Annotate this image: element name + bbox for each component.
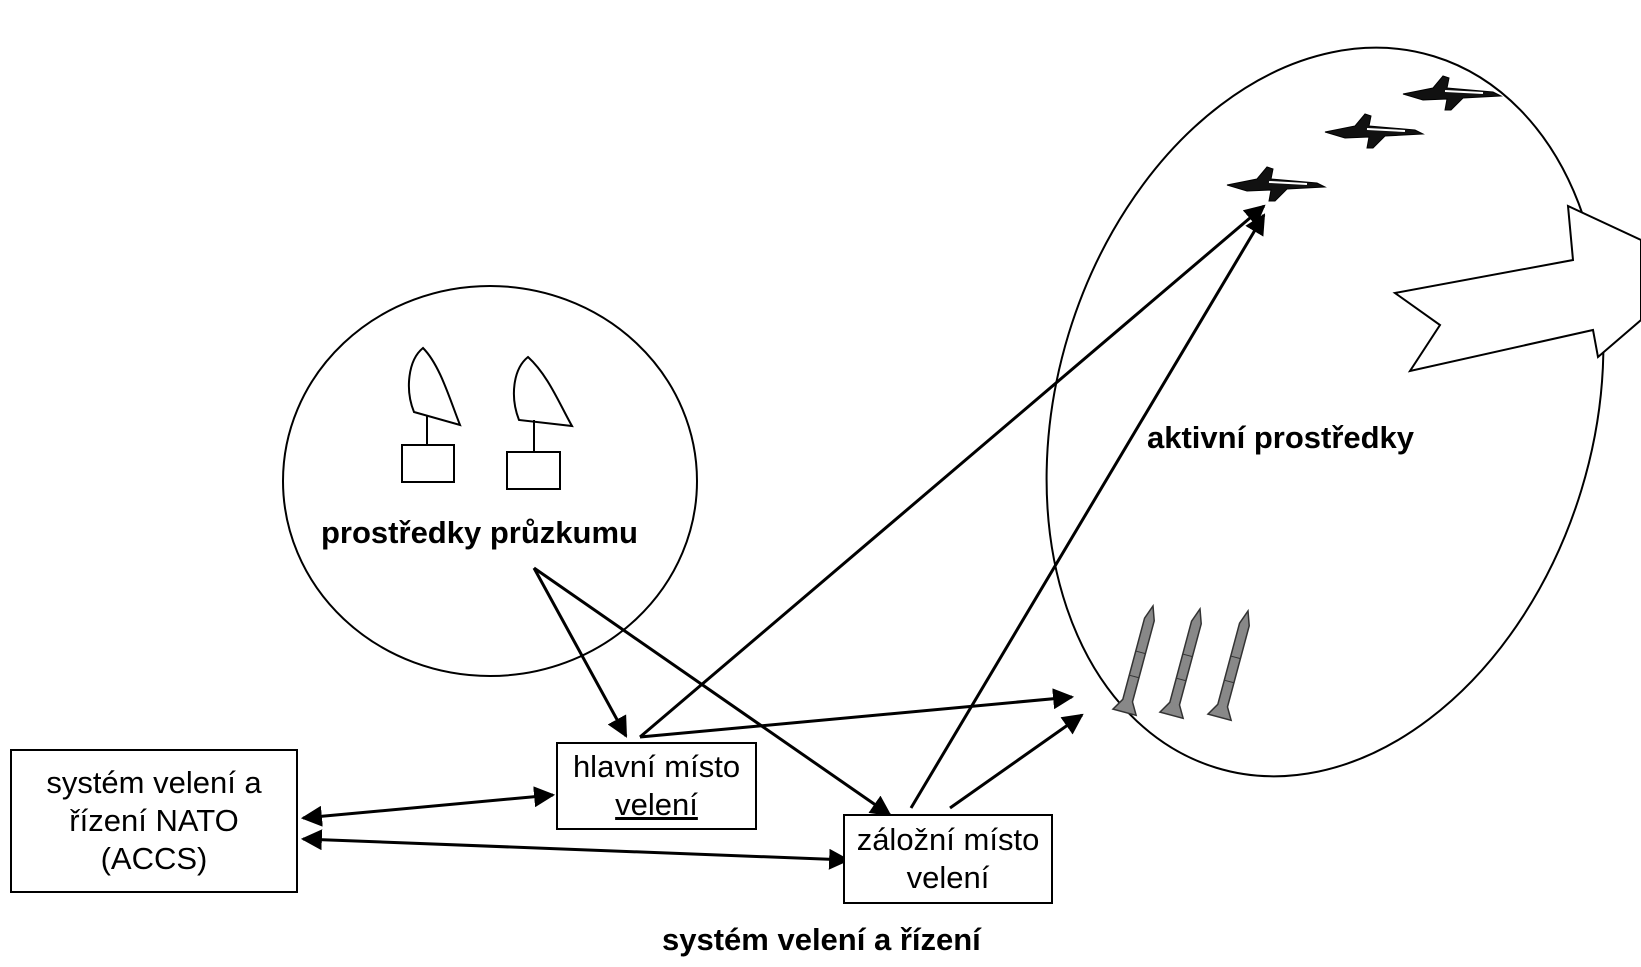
main-cp-line-2: velení [615,787,698,822]
active-ellipse [1045,46,1605,778]
missile-icon [1111,603,1155,717]
radar-antenna-icon [401,346,462,483]
backup-cp-line-1: záložní místo [856,822,1040,857]
arrow-main-to-aircraft [639,204,1266,739]
missile-icon [1206,608,1250,722]
arrow-recon-to-main [532,567,628,738]
main-command-post-box: hlavní místo velení [556,742,757,830]
c2-system-label: systém velení a řízení [662,922,981,957]
nato-box-line-3: (ACCS) [100,841,208,876]
nato-box-line-1: systém velení a [46,765,262,800]
fighter-jet-icon [1402,75,1503,111]
fighter-jet-icon [1324,113,1425,149]
nato-box-line-2: řízení NATO [69,803,239,838]
missile-icon [1158,606,1202,720]
recon-circle [282,285,698,677]
arrow-nato-main [300,786,556,827]
fighter-jet-icon [1226,166,1327,202]
backup-command-post-box: záložní místo velení [843,814,1053,904]
nato-accs-box: systém velení a řízení NATO (ACCS) [10,749,298,893]
active-means-label: aktivní prostředky [1147,420,1415,455]
arrow-main-to-missiles [639,688,1075,739]
arrow-backup-to-missiles [949,713,1084,810]
arrow-backup-to-aircraft [909,213,1266,809]
arrow-nato-backup [300,829,851,870]
main-cp-line-1: hlavní místo [572,749,741,784]
radar-antenna-icon [506,355,574,490]
direction-arrow-icon [1392,204,1641,373]
arrow-recon-to-backup [533,566,892,817]
backup-cp-line-2: velení [906,860,990,895]
recon-means-label: prostředky průzkumu [321,515,638,550]
